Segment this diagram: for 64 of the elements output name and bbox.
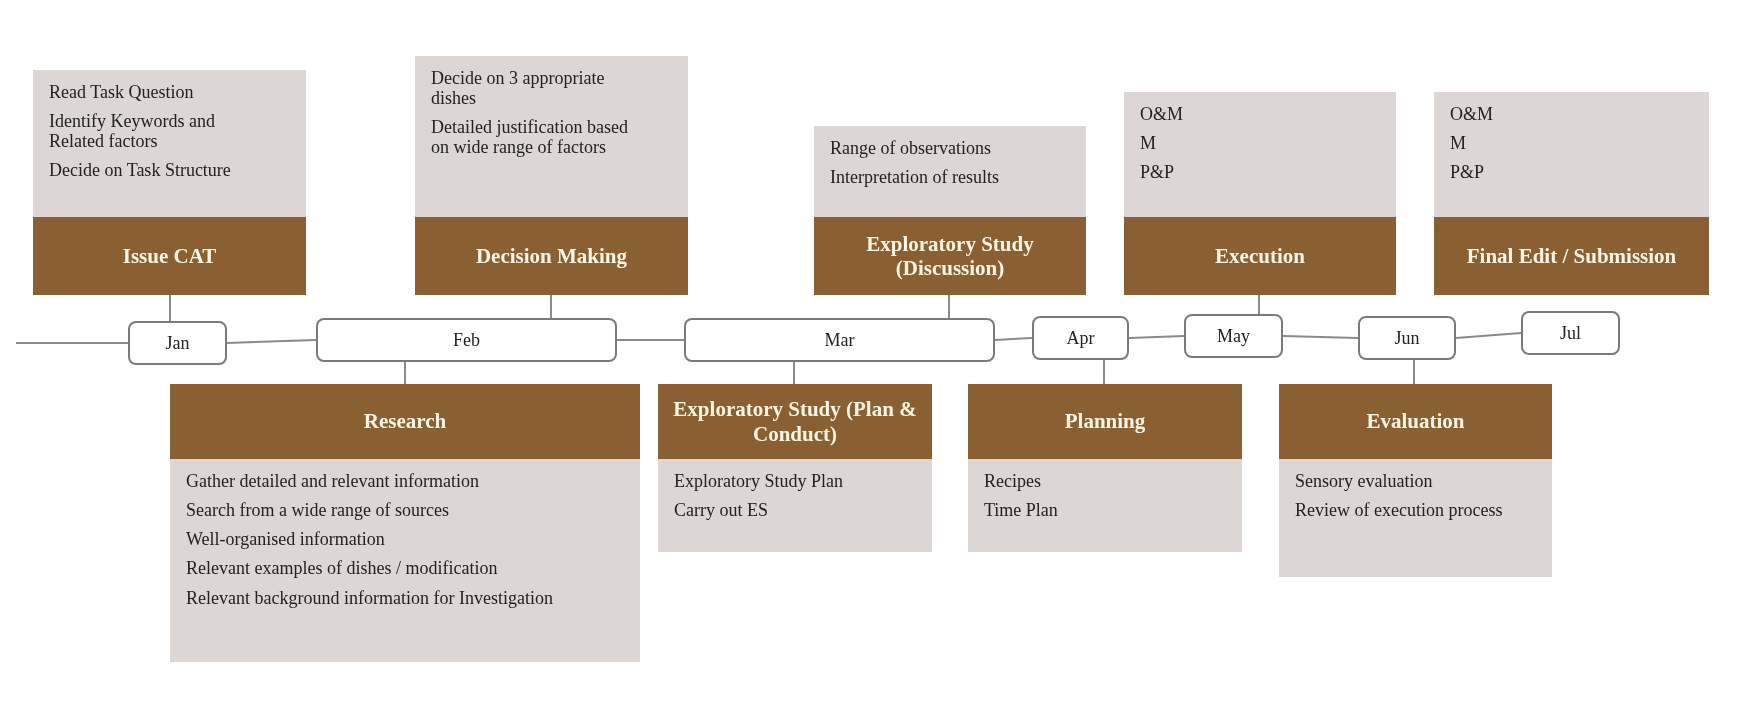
- task-item: Interpretation of results: [830, 167, 1000, 188]
- task-item: Sensory evaluation: [1295, 471, 1434, 492]
- task-item: Identify Keywords and Related factors: [49, 111, 216, 152]
- month-box: Feb: [316, 318, 617, 362]
- task-card: [415, 56, 688, 295]
- connector-line: [793, 361, 795, 385]
- task-item: Review of execution process: [1295, 500, 1504, 521]
- card-heading: Execution: [1124, 217, 1396, 295]
- task-item: Well-organised information: [186, 529, 386, 550]
- card-heading: Final Edit / Submission: [1434, 217, 1709, 295]
- card-heading: Planning: [968, 384, 1242, 459]
- connector-line: [1128, 335, 1185, 339]
- month-box: May: [1184, 314, 1283, 358]
- task-item: Relevant examples of dishes / modification: [186, 558, 499, 579]
- connector-line: [994, 337, 1033, 341]
- task-item: M: [1140, 133, 1157, 154]
- task-item: Carry out ES: [674, 500, 769, 521]
- connector-line: [1258, 294, 1260, 315]
- connector-line: [404, 361, 406, 385]
- task-card: [33, 70, 306, 295]
- card-heading: Exploratory Study (Discussion): [814, 217, 1086, 295]
- task-item: Decide on Task Structure: [49, 160, 232, 181]
- connector-line: [226, 339, 317, 344]
- connector-line: [616, 339, 685, 341]
- connector-line: [550, 294, 552, 319]
- task-item: O&M: [1140, 104, 1184, 125]
- task-card: [1434, 92, 1709, 295]
- month-box: Jun: [1358, 316, 1456, 360]
- task-card: [1124, 92, 1396, 295]
- task-item: P&P: [1140, 162, 1176, 183]
- task-card: [658, 384, 932, 552]
- connector-line: [1455, 332, 1522, 339]
- card-heading: Issue CAT: [33, 217, 306, 295]
- month-box: Apr: [1032, 316, 1129, 360]
- task-card: [1279, 384, 1552, 577]
- task-card: [814, 126, 1086, 295]
- connector-line: [1103, 359, 1105, 385]
- task-item: Exploratory Study Plan: [674, 471, 844, 492]
- task-item: Decide on 3 appropriate dishes: [431, 68, 606, 109]
- task-item: Detailed justification based on wide range of factors: [431, 117, 629, 158]
- connector-line: [1413, 359, 1415, 385]
- connector-line: [169, 294, 171, 322]
- task-item: P&P: [1450, 162, 1486, 183]
- task-card: [968, 384, 1242, 552]
- task-item: Recipes: [984, 471, 1042, 492]
- connector-line: [948, 294, 950, 319]
- task-item: Relevant background information for Investigation: [186, 587, 554, 608]
- card-heading: Exploratory Study (Plan & Conduct): [658, 384, 932, 459]
- task-item: Search from a wide range of sources: [186, 500, 450, 521]
- connector-line: [1282, 335, 1359, 339]
- month-box: Jan: [128, 321, 227, 365]
- task-item: Gather detailed and relevant information: [186, 471, 480, 492]
- card-heading: Research: [170, 384, 640, 459]
- task-item: Time Plan: [984, 500, 1059, 521]
- card-heading: Evaluation: [1279, 384, 1552, 459]
- card-heading: Decision Making: [415, 217, 688, 295]
- task-item: M: [1450, 133, 1467, 154]
- month-box: Mar: [684, 318, 995, 362]
- connector-line: [15, 342, 129, 344]
- month-box: Jul: [1521, 311, 1620, 355]
- task-card: [170, 384, 640, 662]
- task-item: O&M: [1450, 104, 1494, 125]
- task-item: Range of observations: [830, 138, 992, 159]
- task-item: Read Task Question: [49, 82, 195, 103]
